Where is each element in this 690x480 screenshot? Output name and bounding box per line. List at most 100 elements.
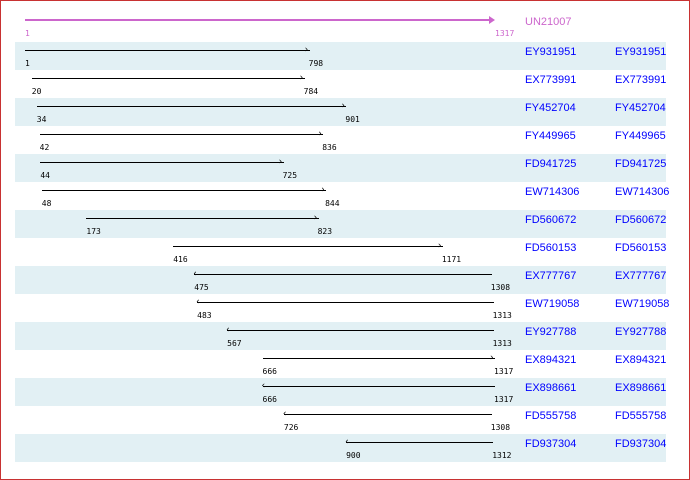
alignment-start-label: 416 [173,255,188,264]
alignment-link-secondary[interactable]: EX777767 [615,270,667,282]
alignment-link[interactable]: EY927788 [525,326,577,338]
alignment-start-label: 666 [262,367,277,376]
alignment-line [194,274,492,275]
arrow-right-icon: › [299,73,304,83]
alignment-link[interactable]: EW714306 [525,186,580,198]
alignment-end-label: 836 [322,143,337,152]
alignment-link[interactable]: FD937304 [525,438,577,450]
alignment-link-secondary[interactable]: FD941725 [615,158,667,170]
alignment-start-label: 34 [36,115,47,124]
alignment-link-secondary[interactable]: EW719058 [615,298,670,310]
arrow-right-icon: › [278,157,283,167]
alignment-line [31,78,305,79]
alignment-link[interactable]: FD555758 [525,410,577,422]
arrow-right-icon: › [318,129,322,139]
alignment-link[interactable]: FD560672 [525,214,577,226]
alignment-start-label: 1 [25,59,30,68]
alignment-link[interactable]: FD941725 [525,158,577,170]
arrow-left-icon: ‹ [193,269,197,279]
arrow-right-icon: › [304,45,309,55]
alignment-end-label: 725 [282,171,298,180]
reference-start-label: 1 [25,29,30,38]
arrow-left-icon: ‹ [196,297,200,307]
alignment-link-secondary[interactable]: FD560672 [615,214,667,226]
alignment-link[interactable]: EY931951 [525,46,577,58]
alignment-link-secondary[interactable]: FD555758 [615,410,667,422]
alignment-start-label: 666 [262,395,277,404]
alignment-start-label: 726 [283,423,299,432]
alignment-link-secondary[interactable]: FD560153 [615,242,667,254]
alignment-link[interactable]: FY449965 [525,130,576,142]
alignment-link-secondary[interactable]: EX894321 [615,354,667,366]
alignment-start-label: 567 [227,339,242,348]
alignment-start-label: 173 [86,227,101,236]
alignment-end-label: 1313 [492,311,512,320]
alignment-line [39,134,324,135]
alignment-line [227,330,494,331]
reference-arrowhead-icon [489,16,495,24]
alignment-end-label: 844 [325,199,340,208]
alignment-end-label: 1317 [494,367,514,376]
alignment-line [262,386,495,387]
arrow-right-icon: › [490,353,494,363]
alignment-line [40,162,284,163]
alignment-link-secondary[interactable]: EW714306 [615,186,670,198]
alignment-end-label: 1171 [441,255,462,264]
alignment-line [36,106,347,107]
alignment-line [86,218,319,219]
arrow-right-icon: › [313,213,318,223]
table-row [15,322,666,350]
alignment-link-secondary[interactable]: EY931951 [615,46,667,58]
alignment-link[interactable]: EX773991 [525,74,577,86]
table-row [15,154,666,182]
alignment-line [41,190,327,191]
alignment-line [346,442,494,443]
alignment-link-secondary[interactable]: FY449965 [615,130,666,142]
alignment-start-label: 475 [194,283,209,292]
reference-end-label: 1317 [495,29,515,38]
alignment-link[interactable]: FY452704 [525,102,576,114]
alignment-link[interactable]: FD560153 [525,242,577,254]
alignment-line [283,414,492,415]
table-row [15,434,666,462]
table-row [15,266,666,294]
alignment-end-label: 1308 [490,283,511,292]
reference-bar [25,19,491,21]
alignment-start-label: 44 [40,171,50,180]
arrow-right-icon: › [341,101,346,111]
alignment-line [25,50,310,51]
arrow-left-icon: ‹ [282,409,287,419]
alignment-link-secondary[interactable]: EY927788 [615,326,667,338]
reference-id: UN21007 [525,16,572,28]
table-row [15,42,666,70]
alignment-end-label: 1317 [494,395,514,404]
alignment-end-label: 823 [317,227,333,236]
table-row [15,378,666,406]
alignment-end-label: 1308 [490,423,511,432]
alignment-link[interactable]: EW719058 [525,298,580,310]
alignment-end-label: 901 [345,115,360,124]
alignment-end-label: 798 [308,59,324,68]
alignment-link[interactable]: EX777767 [525,270,577,282]
alignment-end-label: 1313 [492,339,512,348]
alignment-start-label: 48 [41,199,52,208]
table-row [15,210,666,238]
alignment-line [173,246,443,247]
alignment-link-secondary[interactable]: FY452704 [615,102,666,114]
alignment-link[interactable]: EX898661 [525,382,577,394]
arrow-left-icon: ‹ [345,437,349,447]
arrow-right-icon: › [437,241,442,251]
alignment-start-label: 900 [346,451,361,460]
table-row [15,98,666,126]
alignment-link[interactable]: EX894321 [525,354,577,366]
alignment-link-secondary[interactable]: EX898661 [615,382,667,394]
alignment-start-label: 20 [31,87,42,96]
arrow-right-icon: › [321,185,325,195]
alignment-start-label: 42 [39,143,50,152]
alignment-link-secondary[interactable]: FD937304 [615,438,667,450]
alignment-line [262,358,495,359]
alignment-line [197,302,494,303]
alignment-link-secondary[interactable]: EX773991 [615,74,667,86]
alignment-start-label: 483 [197,311,212,320]
arrow-left-icon: ‹ [226,325,230,335]
